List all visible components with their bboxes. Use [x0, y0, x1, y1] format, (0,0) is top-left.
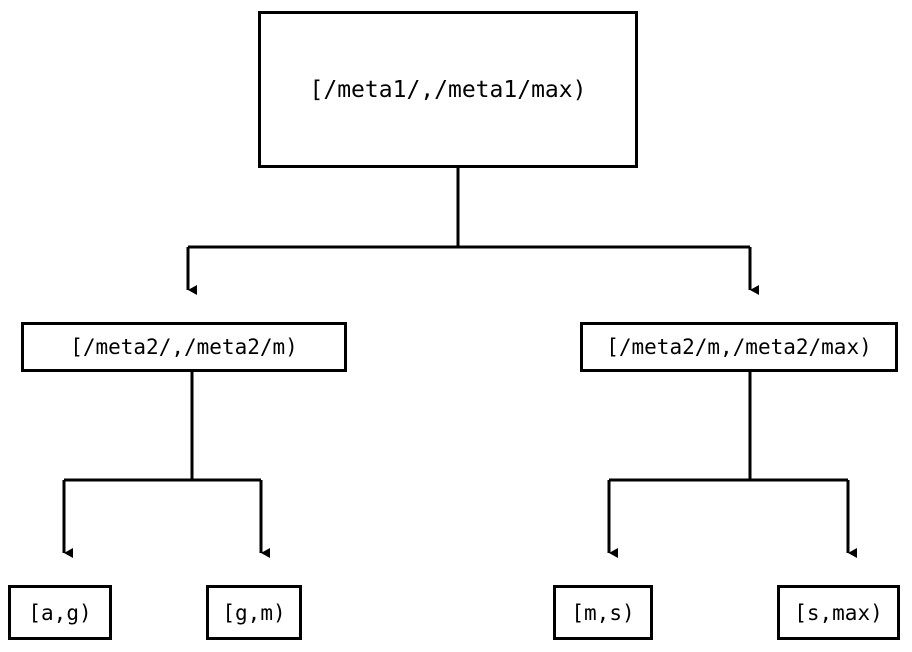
node-root-label: [/meta1/,/meta1/max) — [309, 76, 587, 103]
node-mid-right-label: [/meta2/m,/meta2/max) — [606, 335, 872, 359]
node-root[interactable]: [/meta1/,/meta1/max) — [258, 11, 638, 168]
node-leaf-gm[interactable]: [g,m) — [206, 585, 302, 640]
node-leaf-ag[interactable]: [a,g) — [8, 585, 112, 640]
node-mid-left-label: [/meta2/,/meta2/m) — [70, 335, 298, 359]
node-leaf-smax-label: [s,max) — [794, 600, 883, 625]
node-leaf-ms[interactable]: [m,s) — [553, 585, 653, 640]
node-mid-left[interactable]: [/meta2/,/meta2/m) — [21, 322, 347, 372]
node-mid-right[interactable]: [/meta2/m,/meta2/max) — [580, 322, 898, 372]
node-leaf-gm-label: [g,m) — [222, 600, 286, 625]
node-leaf-ag-label: [a,g) — [28, 600, 92, 625]
node-leaf-smax[interactable]: [s,max) — [777, 585, 900, 640]
node-leaf-ms-label: [m,s) — [571, 600, 635, 625]
